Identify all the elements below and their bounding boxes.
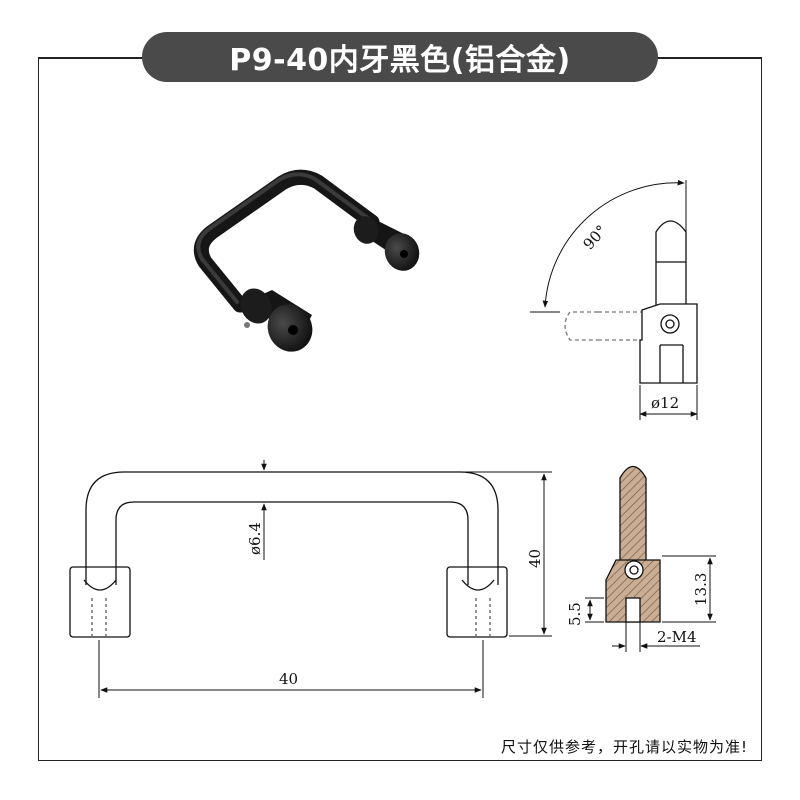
- title-banner: P9-40内牙黑色(铝合金): [142, 32, 658, 82]
- rod-diameter-label: ø6.4: [246, 522, 264, 555]
- angle-label: 90°: [579, 221, 610, 253]
- side-view-rotation: [530, 179, 698, 420]
- front-view: [69, 460, 552, 698]
- disclaimer-note: 尺寸仅供参考，开孔请以实物为准!: [500, 738, 748, 756]
- pivot-height-label: 13.3: [692, 573, 710, 606]
- base-height-label: 5.5: [566, 602, 584, 626]
- diameter-base-label: ø12: [651, 394, 679, 412]
- frame-top-line-right: [656, 57, 762, 58]
- thread-label: 2-M4: [657, 628, 697, 646]
- lower-knob: [240, 288, 313, 352]
- product-photo: [193, 169, 420, 352]
- width-label: 40: [279, 670, 298, 688]
- frame-top-line-left: [38, 57, 144, 58]
- upper-knob: [353, 216, 420, 271]
- section-view: [585, 465, 716, 652]
- height-label: 40: [526, 549, 544, 568]
- title-text: P9-40内牙黑色(铝合金): [229, 43, 571, 78]
